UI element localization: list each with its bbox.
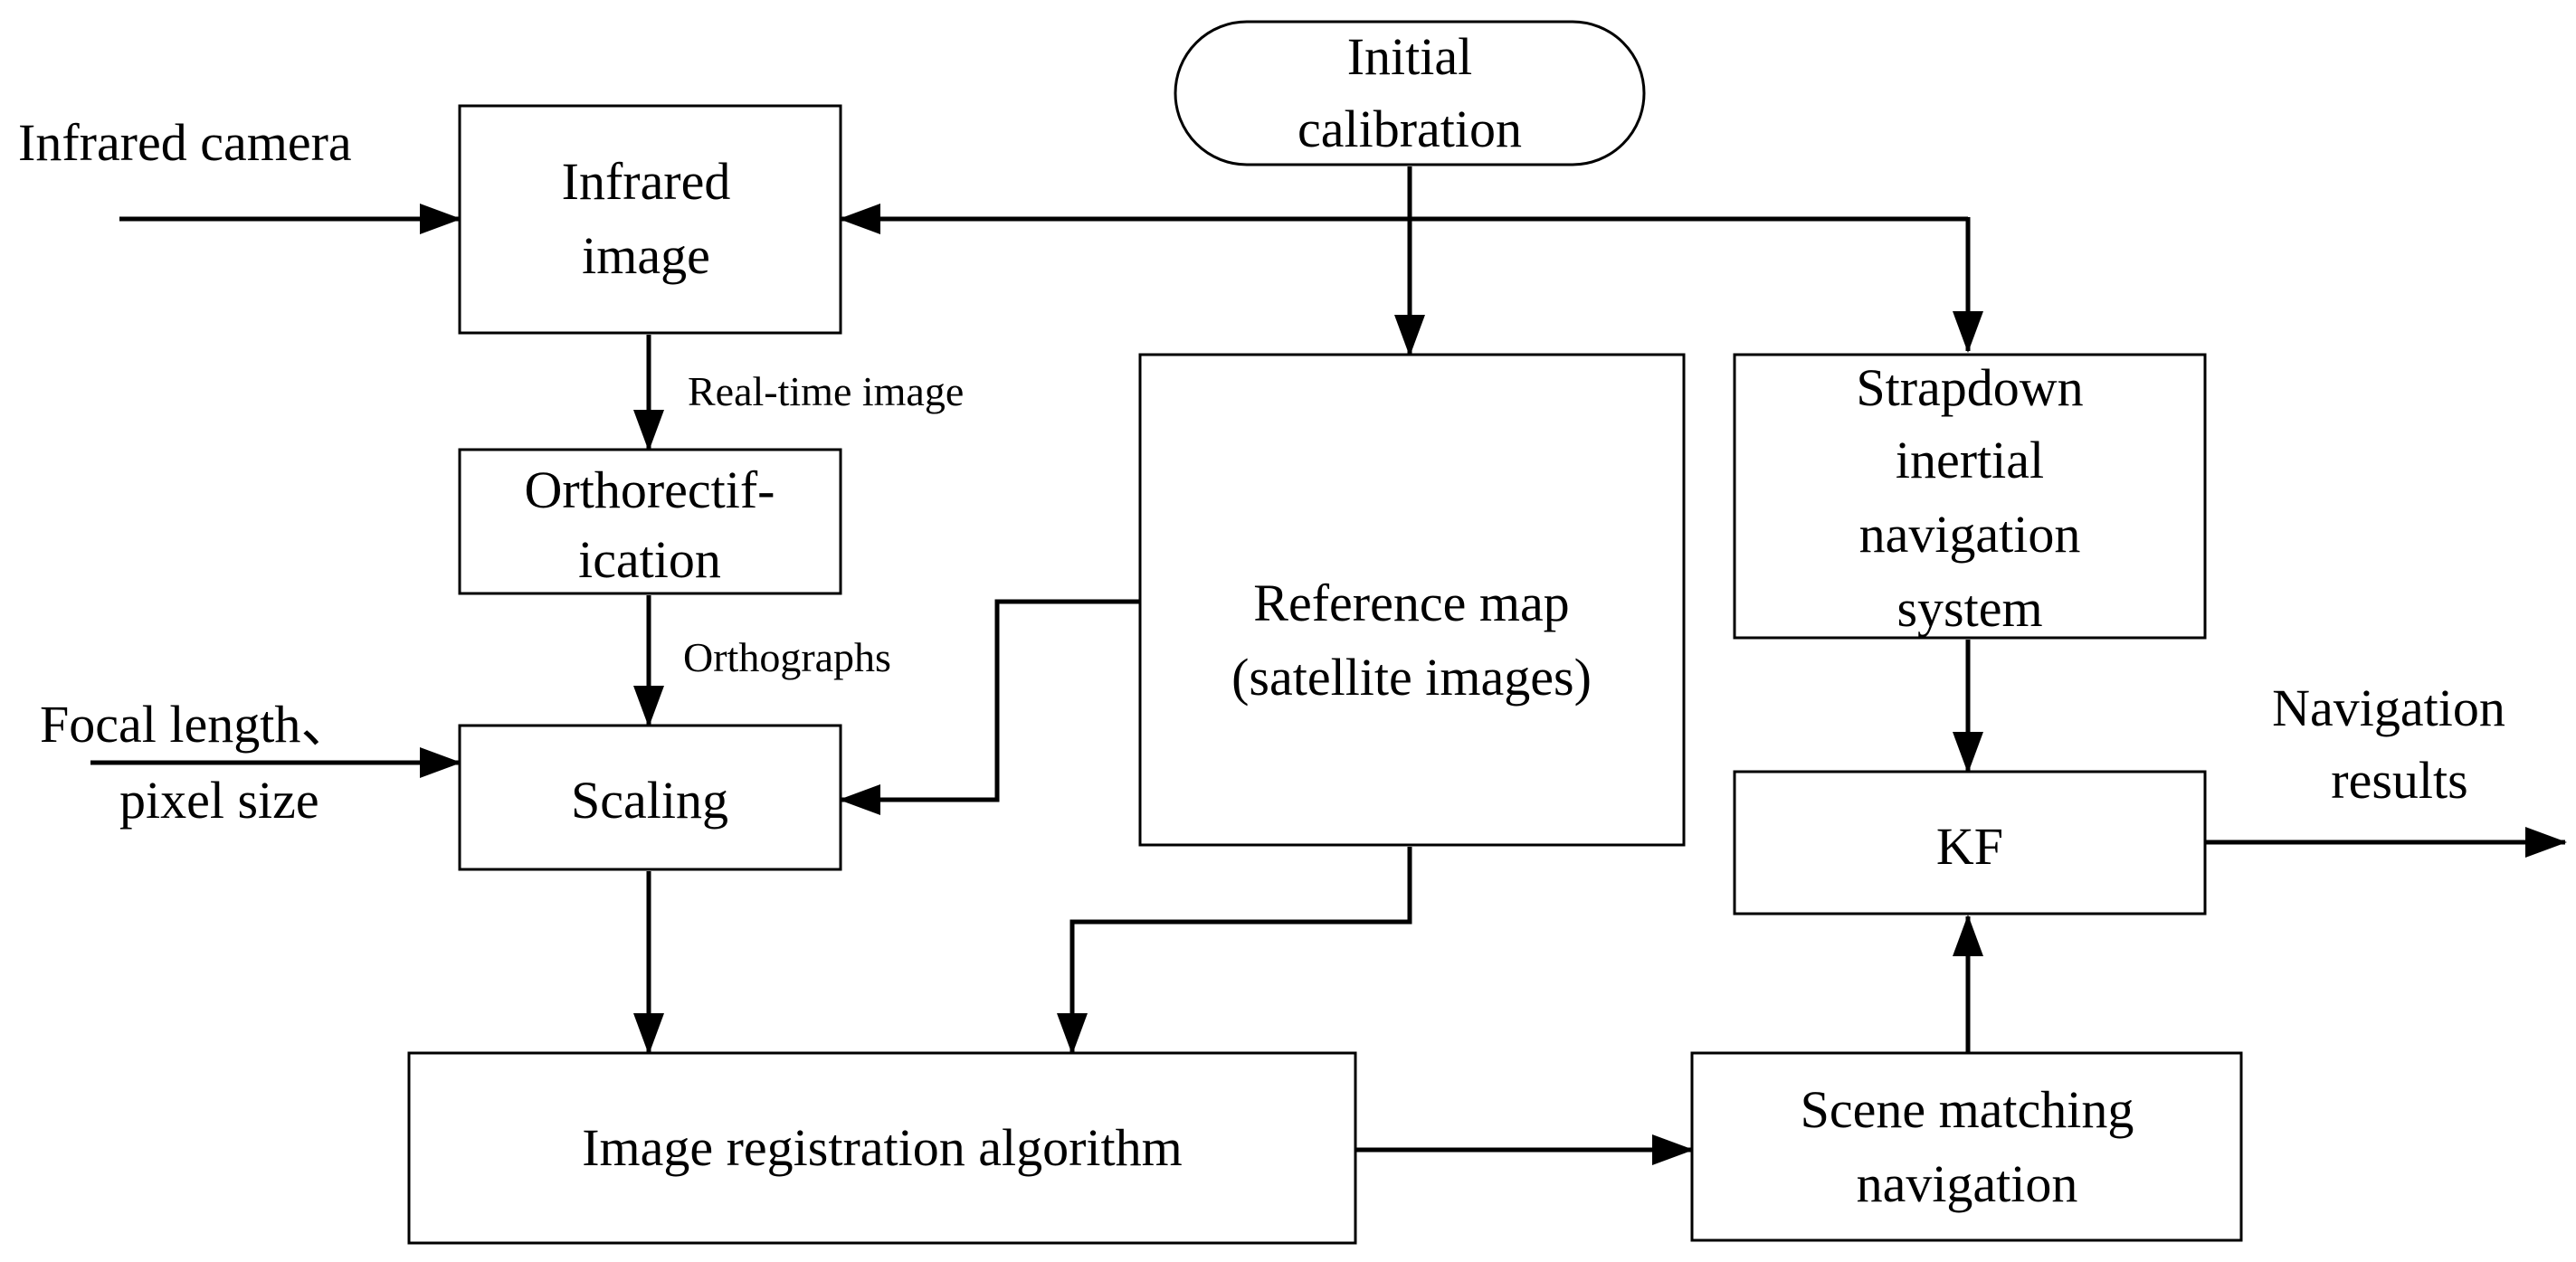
arrow-reference-map-to-registration (1057, 847, 1412, 1055)
strapdown-line-2: inertial (1896, 431, 2044, 489)
strapdown-line-1: Strapdown (1856, 358, 2083, 417)
connectors (90, 166, 2567, 1165)
node-scaling: Scaling (458, 724, 842, 871)
infrared-camera-label: Infrared camera (18, 113, 352, 172)
node-reference-map: Reference map (satellite images) (1138, 353, 1686, 847)
reference-map-line-1: Reference map (1253, 574, 1569, 632)
focal-length-label: Focal length、 (40, 695, 353, 754)
node-infrared-image: Infrared image (458, 104, 842, 335)
node-image-registration: Image registration algorithm (407, 1051, 1357, 1245)
orthorectification-line-2: ication (578, 530, 721, 589)
initial-calibration-line-2: calibration (1298, 100, 1522, 158)
strapdown-line-3: navigation (1859, 505, 2081, 564)
scaling-label: Scaling (571, 771, 728, 830)
node-initial-calibration: Initial calibration (1174, 20, 1646, 166)
scene-matching-line-2: navigation (1857, 1154, 2078, 1213)
strapdown-line-4: system (1896, 579, 2042, 638)
arrow-reference-map-to-scaling (839, 599, 1140, 815)
infrared-image-line-2: image (582, 226, 710, 285)
initial-calibration-line-1: Initial (1347, 27, 1473, 86)
navigation-results-line-2: results (2331, 751, 2467, 810)
real-time-image-label: Real-time image (688, 368, 964, 414)
orthographs-label: Orthographs (683, 634, 891, 680)
node-scene-matching: Scene matching navigation (1690, 1051, 2243, 1242)
scene-matching-line-1: Scene matching (1801, 1080, 2134, 1139)
orthorectification-line-1: Orthorectif- (525, 460, 775, 519)
navigation-results-line-1: Navigation (2272, 678, 2505, 737)
pixel-size-label: pixel size (119, 771, 319, 830)
kf-label: KF (1936, 817, 2003, 876)
reference-map-line-2: (satellite images) (1231, 648, 1592, 707)
node-orthorectification: Orthorectif- ication (458, 448, 842, 595)
node-strapdown-ins: Strapdown inertial navigation system (1733, 353, 2207, 640)
infrared-image-line-1: Infrared (562, 152, 731, 211)
node-kf: KF (1733, 770, 2207, 916)
image-registration-label: Image registration algorithm (582, 1118, 1183, 1177)
